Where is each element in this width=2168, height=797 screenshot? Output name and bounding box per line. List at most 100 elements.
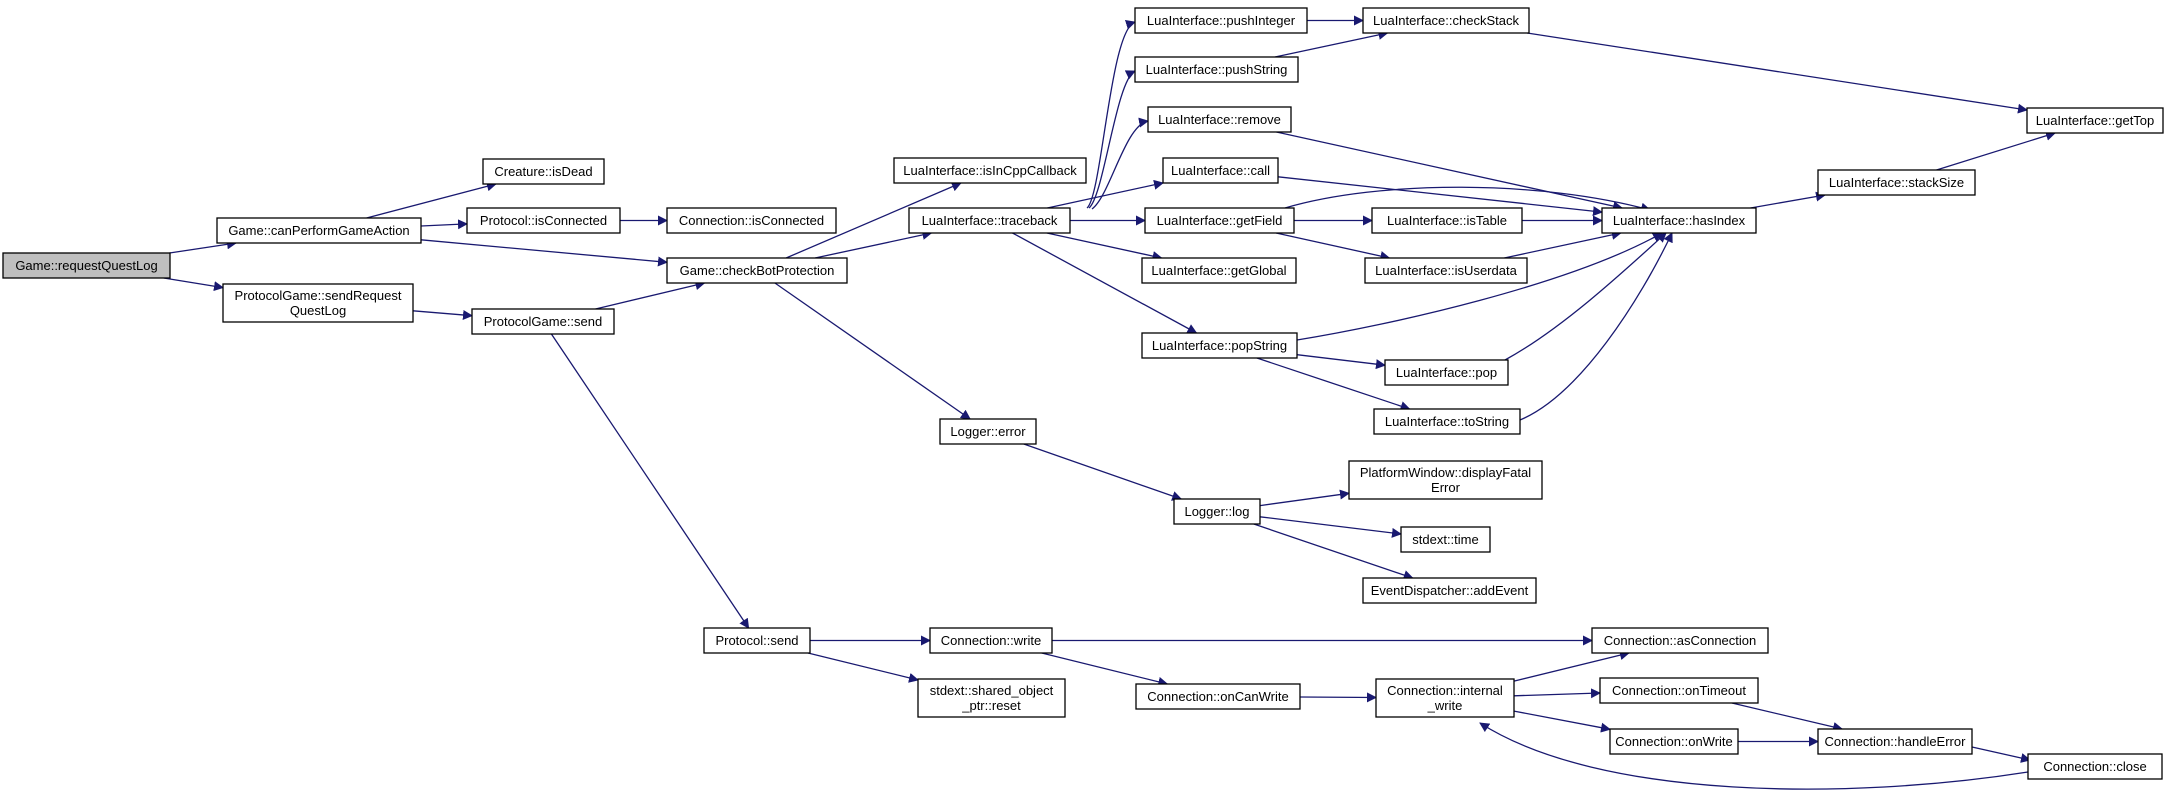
node-label: LuaInterface::pushInteger: [1147, 13, 1296, 28]
node-label: Logger::log: [1184, 504, 1249, 519]
node-label: LuaInterface::toString: [1385, 414, 1509, 429]
node-asConnection[interactable]: Connection::asConnection: [1591, 627, 1769, 654]
node-box: [1348, 460, 1543, 500]
node-box: [1591, 627, 1769, 654]
edge-checkBot-to-traceback: [814, 230, 933, 259]
node-box: [703, 627, 811, 654]
node-call[interactable]: LuaInterface::call: [1162, 157, 1279, 184]
node-onCanWrite[interactable]: Connection::onCanWrite: [1135, 683, 1301, 710]
node-addEvent[interactable]: EventDispatcher::addEvent: [1362, 577, 1537, 604]
node-box: [893, 157, 1087, 184]
node-onWrite[interactable]: Connection::onWrite: [1609, 728, 1739, 755]
node-traceback[interactable]: LuaInterface::traceback: [908, 207, 1071, 234]
edge-hasIndex-to-stackSize: [1750, 191, 1826, 209]
node-isUserdata[interactable]: LuaInterface::isUserdata: [1364, 257, 1528, 284]
node-label: Logger::error: [950, 424, 1026, 439]
node-toString[interactable]: LuaInterface::toString: [1373, 408, 1521, 435]
edge-requestQuestLog-to-canPerform: [169, 239, 237, 254]
edge-traceback-to-call: [1047, 179, 1164, 209]
node-hasIndex[interactable]: LuaInterface::hasIndex: [1601, 207, 1757, 234]
node-box: [2, 252, 171, 279]
node-popString[interactable]: LuaInterface::popString: [1141, 332, 1298, 359]
node-label: Game::checkBotProtection: [680, 263, 835, 278]
edge-canPerform-to-checkBot: [420, 239, 668, 267]
edge-loggerLog-to-addEvent: [1253, 523, 1414, 580]
node-connClose[interactable]: Connection::close: [2027, 753, 2163, 780]
node-pop[interactable]: LuaInterface::pop: [1384, 359, 1509, 386]
node-loggerError[interactable]: Logger::error: [939, 418, 1037, 445]
node-box: [1144, 207, 1295, 234]
node-sharedReset[interactable]: stdext::shared_object_ptr::reset: [917, 678, 1066, 718]
edge-connClose-to-internalWrite: [1479, 722, 2029, 790]
node-stdextTime[interactable]: stdext::time: [1400, 526, 1491, 553]
node-protSend[interactable]: Protocol::send: [703, 627, 811, 654]
node-box: [1817, 728, 1973, 755]
node-canPerform[interactable]: Game::canPerformGameAction: [216, 217, 422, 244]
node-label: LuaInterface::stackSize: [1829, 175, 1964, 190]
edge-isUserdata-to-hasIndex: [1504, 229, 1622, 259]
node-isTable[interactable]: LuaInterface::isTable: [1371, 207, 1523, 234]
edge-internalWrite-to-onTimeout: [1513, 688, 1601, 699]
edge-loggerError-to-loggerLog: [1023, 443, 1183, 501]
node-getGlobal[interactable]: LuaInterface::getGlobal: [1141, 257, 1297, 284]
node-label: LuaInterface::call: [1171, 163, 1270, 178]
node-pgSend[interactable]: ProtocolGame::send: [471, 308, 615, 335]
node-label: Connection::isConnected: [679, 213, 824, 228]
node-handleError[interactable]: Connection::handleError: [1817, 728, 1973, 755]
edge-traceback-to-getGlobal: [1046, 232, 1163, 261]
edge-pushString-to-checkStack: [1274, 29, 1389, 58]
edge-toString-to-hasIndex: [1519, 232, 1673, 421]
node-remove[interactable]: LuaInterface::remove: [1147, 106, 1292, 133]
node-getField[interactable]: LuaInterface::getField: [1144, 207, 1295, 234]
edge-handleError-to-connClose: [1971, 746, 2031, 763]
node-box: [666, 257, 848, 284]
node-box: [1400, 526, 1491, 553]
node-onTimeout[interactable]: Connection::onTimeout: [1599, 677, 1759, 704]
node-label: QuestLog: [290, 303, 346, 318]
node-label: Connection::internal: [1387, 683, 1503, 698]
edge-traceback-to-pushInteger: [1086, 20, 1136, 209]
node-box: [1384, 359, 1509, 386]
edge-requestQuestLog-to-sendReqQL: [163, 277, 224, 292]
edge-popString-to-hasIndex: [1296, 232, 1663, 341]
node-box: [1162, 157, 1279, 184]
edge-checkBot-to-loggerError: [774, 282, 971, 420]
node-connIsConn[interactable]: Connection::isConnected: [666, 207, 837, 234]
node-isInCpp[interactable]: LuaInterface::isInCppCallback: [893, 157, 1087, 184]
node-box: [1375, 678, 1515, 718]
node-checkStack[interactable]: LuaInterface::checkStack: [1362, 7, 1530, 34]
node-box: [222, 283, 414, 323]
node-label: Protocol::isConnected: [480, 213, 607, 228]
node-protIsConn[interactable]: Protocol::isConnected: [466, 207, 621, 234]
node-box: [1362, 577, 1537, 604]
node-connWrite[interactable]: Connection::write: [929, 627, 1053, 654]
node-label: _ptr::reset: [961, 698, 1021, 713]
node-label: LuaInterface::popString: [1152, 338, 1287, 353]
node-pushString[interactable]: LuaInterface::pushString: [1134, 56, 1299, 83]
nodes-layer: Game::requestQuestLog Game::canPerformGam…: [2, 7, 2164, 780]
node-pushInteger[interactable]: LuaInterface::pushInteger: [1134, 7, 1308, 34]
edge-onTimeout-to-handleError: [1731, 702, 1844, 732]
edges-layer: [163, 15, 2056, 790]
node-box: [929, 627, 1053, 654]
edge-checkStack-to-getTop: [1527, 32, 2028, 114]
node-checkBot[interactable]: Game::checkBotProtection: [666, 257, 848, 284]
node-box: [2027, 753, 2163, 780]
node-box: [939, 418, 1037, 445]
node-isDead[interactable]: Creature::isDead: [482, 158, 605, 185]
node-label: Connection::handleError: [1825, 734, 1967, 749]
edge-traceback-to-popString: [1012, 232, 1198, 334]
edge-pgSend-to-protSend: [550, 333, 750, 629]
node-box: [1134, 7, 1308, 34]
node-loggerLog[interactable]: Logger::log: [1173, 498, 1261, 525]
node-getTop[interactable]: LuaInterface::getTop: [2026, 107, 2164, 134]
node-requestQuestLog[interactable]: Game::requestQuestLog: [2, 252, 171, 279]
node-label: Connection::close: [2043, 759, 2146, 774]
node-internalWrite[interactable]: Connection::internal_write: [1375, 678, 1515, 718]
node-label: Connection::write: [941, 633, 1041, 648]
edge-popString-to-pop: [1296, 354, 1386, 370]
node-stackSize[interactable]: LuaInterface::stackSize: [1817, 169, 1976, 196]
edge-remove-to-hasIndex: [1276, 131, 1624, 211]
